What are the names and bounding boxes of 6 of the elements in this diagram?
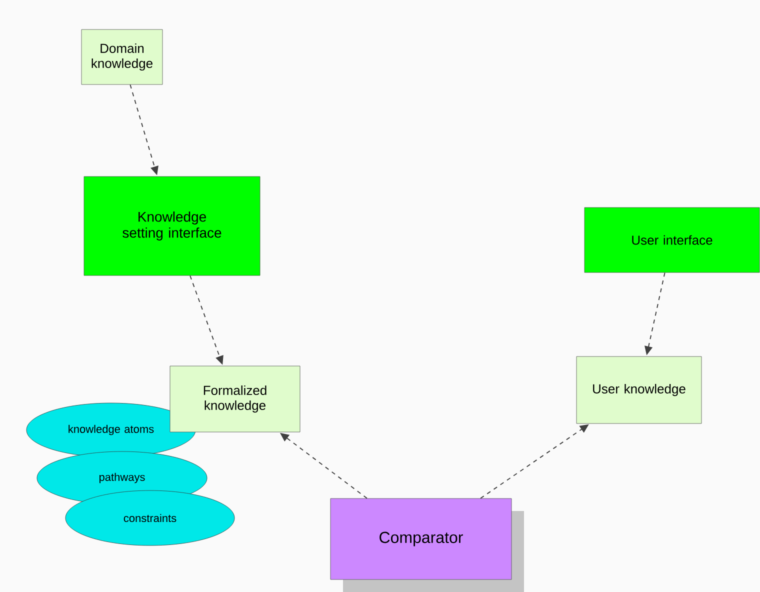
process-box: User interface (584, 207, 760, 273)
process-box: Domain knowledge (81, 29, 163, 85)
process-box: Formalized knowledge (170, 366, 300, 432)
comparator-box: Comparator (330, 498, 524, 592)
process-box: User knowledge (576, 356, 702, 424)
process-box: Knowledge setting interface (84, 176, 260, 276)
